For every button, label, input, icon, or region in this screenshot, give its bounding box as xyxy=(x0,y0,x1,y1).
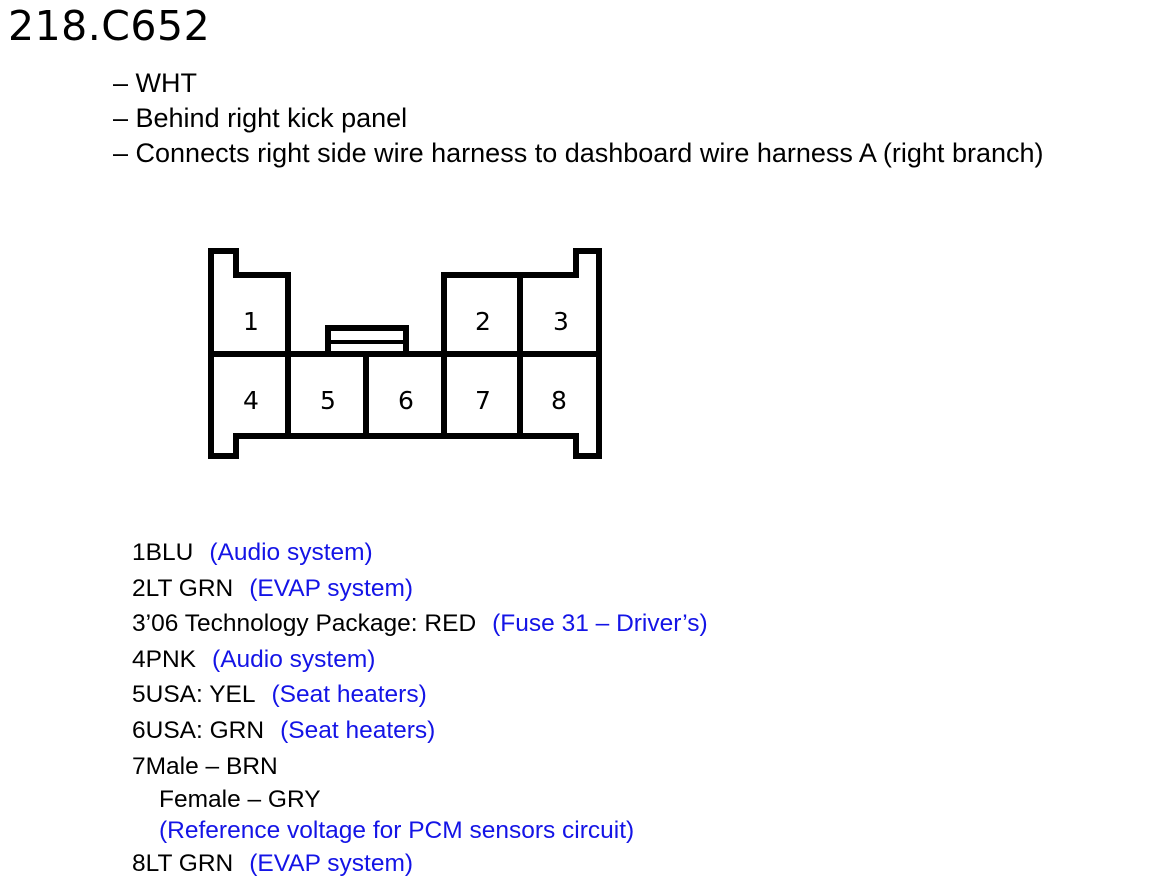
pin-description: (EVAP system) xyxy=(249,850,414,878)
pin-list: 1BLU(Audio system) 2LT GRN(EVAP system) … xyxy=(132,535,708,882)
cavity-1-label: 1 xyxy=(243,307,259,336)
pin-number: 4 xyxy=(132,645,146,673)
cavity-4-label: 4 xyxy=(243,386,259,415)
connector-color: – WHT xyxy=(113,68,197,98)
pin-wire: BLU xyxy=(145,539,194,566)
pin-row-2: 2LT GRN (EVAP system) xyxy=(132,571,708,607)
pin-row-8: 8LT GRN (EVAP system) xyxy=(132,846,708,882)
pin-wire: USA: GRN xyxy=(145,716,265,744)
cavity-6-label: 6 xyxy=(398,386,414,415)
housing-top-left xyxy=(208,248,291,357)
pin-description: (Audio system) xyxy=(212,645,376,673)
pin-wire: LT GRN xyxy=(145,850,234,878)
connector-connection: – Connects right side wire harness to da… xyxy=(113,138,1044,168)
pin-description: (EVAP system) xyxy=(249,574,414,602)
cavity-7-label: 7 xyxy=(475,386,491,415)
pin-description: (Audio system) xyxy=(209,539,373,566)
cavity-8-label: 8 xyxy=(551,386,567,415)
connector-face-diagram: 1 2 3 4 5 6 7 8 xyxy=(200,240,610,470)
connector-outline: 1 2 3 4 5 6 7 8 xyxy=(208,248,602,459)
pin-number: 3 xyxy=(132,610,146,638)
pin-number: 2 xyxy=(132,574,146,602)
pin-row-4: 4PNK (Audio system) xyxy=(132,642,708,678)
pin-number: 1 xyxy=(132,539,146,566)
pin-row-5: 5USA: YEL (Seat heaters) xyxy=(132,677,708,713)
pin-description: (Reference voltage for PCM sensors circu… xyxy=(159,817,635,845)
connector-details: – WHT – Behind right kick panel – Connec… xyxy=(113,66,1044,171)
pin-row-6: 6USA: GRN (Seat heaters) xyxy=(132,713,708,749)
pin-description: (Seat heaters) xyxy=(280,716,436,744)
pin-wire: USA: YEL xyxy=(145,681,256,709)
cavity-3-label: 3 xyxy=(553,307,569,336)
pin-number: 5 xyxy=(132,681,146,709)
pin-wire-alt: Female – GRY xyxy=(159,786,321,814)
pin-wire: LT GRN xyxy=(145,574,234,602)
pin-number: 7 xyxy=(132,752,146,780)
connector-location: – Behind right kick panel xyxy=(113,103,408,133)
pin-row-1: 1BLU (Audio system) xyxy=(132,535,708,571)
pin-row-7: 7Male – BRN Female – GRY (Reference volt… xyxy=(132,749,708,847)
pin-description: (Fuse 31 – Driver’s) xyxy=(492,610,708,638)
pin-description: (Seat heaters) xyxy=(271,681,427,709)
pin-row-3: 3’06 Technology Package: RED (Fuse 31 – D… xyxy=(132,606,708,642)
pin-wire: PNK xyxy=(145,645,197,673)
pin-wire: ’06 Technology Package: RED xyxy=(145,610,477,638)
cavity-5-label: 5 xyxy=(320,386,336,415)
cavity-2-label: 2 xyxy=(475,307,491,336)
connector-id: 218.C652 xyxy=(8,2,211,50)
pin-number: 8 xyxy=(132,850,146,878)
pin-wire: Male – BRN xyxy=(145,752,278,780)
housing-outline xyxy=(208,248,602,459)
pin-number: 6 xyxy=(132,716,146,744)
